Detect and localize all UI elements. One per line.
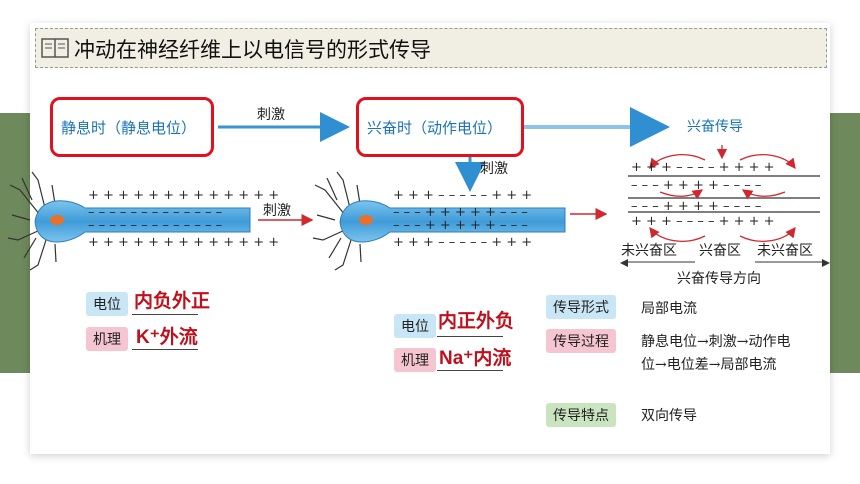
local-row-3: – – – + + + + – – – – xyxy=(631,199,762,214)
local-current-diagram xyxy=(620,145,830,267)
book-icon xyxy=(41,37,69,63)
conduct-label: 兴奋传导 xyxy=(687,119,743,135)
excite-state-box xyxy=(356,97,524,157)
direction-label: 兴奋传导方向 xyxy=(677,271,761,287)
rest-state-box xyxy=(50,97,214,157)
feature-tag: 传导特点 xyxy=(546,403,616,427)
excite-outer-top: + + + – – – – – + + + xyxy=(393,188,533,203)
content-card xyxy=(30,23,830,454)
excite-mech-value: Na⁺内流 xyxy=(439,348,512,369)
local-row-1: + + + – – – – + + + + xyxy=(631,160,775,175)
stim-label-3: 刺激 xyxy=(263,203,291,219)
process-line-1: 静息电位→刺激→动作电 xyxy=(641,334,791,350)
excited-neuron xyxy=(312,171,566,271)
region-left: 未兴奋区 xyxy=(621,243,677,259)
resting-neuron xyxy=(7,171,251,271)
process-tag: 传导过程 xyxy=(546,329,616,353)
rest-state-label: 静息时（静息电位） xyxy=(61,119,197,137)
local-row-2: – – – + + + + – – – – xyxy=(631,178,762,193)
excite-potential-tag: 电位 xyxy=(394,314,436,338)
rest-mech-value: K⁺外流 xyxy=(136,327,198,348)
rest-potential-tag: 电位 xyxy=(86,292,128,316)
rest-mech-underline xyxy=(132,349,198,350)
page-title: 冲动在神经纤维上以电信号的形式传导 xyxy=(74,38,431,62)
rest-outer-plus-top: + + + + + + + + + + + + + xyxy=(88,188,280,203)
excite-potential-value: 内正外负 xyxy=(438,311,515,332)
excite-inner-bottom: – – – + + + + + – – – xyxy=(393,218,528,233)
rest-outer-plus-bottom: + + + + + + + + + + + + + xyxy=(88,235,280,250)
local-row-4: + + + – – – – + + + + xyxy=(631,214,775,229)
excite-potential-underline xyxy=(437,336,503,337)
excite-outer-bottom: + + + – – – – – + + + xyxy=(393,235,533,250)
process-line-2: 位→电位差→局部电流 xyxy=(641,357,777,373)
rest-inner-minus-bottom: – – – – – – – – – – – – – xyxy=(88,218,223,233)
region-right: 未兴奋区 xyxy=(757,243,813,259)
rest-potential-value: 内负外正 xyxy=(134,291,211,312)
rest-potential-underline xyxy=(132,314,198,315)
excite-inner-top: – – – + + + + + – – – xyxy=(393,205,528,220)
feature-value: 双向传导 xyxy=(641,408,697,424)
excite-mech-underline xyxy=(437,370,503,371)
form-value: 局部电流 xyxy=(641,301,697,317)
title-bar: 冲动在神经纤维上以电信号的形式传导 xyxy=(35,28,827,68)
form-tag: 传导形式 xyxy=(546,295,616,319)
stim-label-2: 刺激 xyxy=(480,161,508,177)
stim-label-1: 刺激 xyxy=(257,107,285,123)
rest-inner-minus-top: – – – – – – – – – – – – – xyxy=(88,205,223,220)
region-mid: 兴奋区 xyxy=(699,243,741,259)
excite-mech-tag: 机理 xyxy=(394,348,436,372)
rest-mech-tag: 机理 xyxy=(86,327,128,351)
excite-state-label: 兴奋时（动作电位） xyxy=(367,119,503,137)
